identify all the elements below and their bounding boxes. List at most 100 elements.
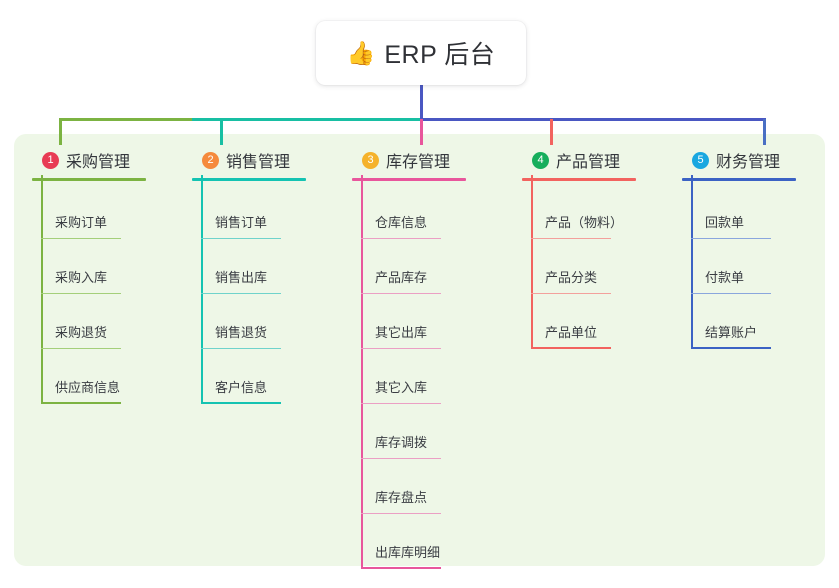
branch-title-1: 采购管理 [66, 154, 131, 171]
branch-item[interactable]: 仓库信息 [352, 184, 450, 239]
branch-column-2: 2 销售管理销售订单销售出库销售退货客户信息 [192, 148, 306, 404]
branch-stem-5 [691, 175, 693, 349]
branch-item-label: 采购退货 [55, 325, 108, 340]
branch-header-4[interactable]: 4 产品管理 [522, 148, 636, 181]
branch-item[interactable]: 其它出库 [352, 294, 450, 349]
branch-item-label: 采购订单 [55, 215, 108, 230]
branch-item[interactable]: 产品（物料） [522, 184, 624, 239]
branch-item[interactable]: 销售退货 [192, 294, 290, 349]
branch-badge-4: 4 [532, 151, 549, 169]
branch-item-label: 库存调拨 [375, 435, 428, 450]
branch-header-5[interactable]: 5 财务管理 [682, 148, 796, 181]
branch-item-label: 仓库信息 [375, 215, 428, 230]
branch-badge-5: 5 [692, 151, 709, 169]
branch-item-rule [361, 348, 441, 349]
branch-item-label: 产品（物料） [545, 215, 624, 230]
branch-items-3: 仓库信息产品库存其它出库其它入库库存调拨库存盘点出库库明细 [352, 175, 450, 569]
branch-item-rule [691, 293, 771, 294]
branch-stem-4 [531, 175, 533, 349]
branch-title-4: 产品管理 [556, 154, 621, 171]
branch-header-rule-3 [352, 178, 466, 181]
branch-item-rule [201, 293, 281, 294]
branch-stem-3 [361, 175, 363, 569]
branch-item-rule [201, 238, 281, 239]
root-node[interactable]: 👍 ERP 后台 [316, 21, 526, 85]
branch-header-1[interactable]: 1 采购管理 [32, 148, 146, 181]
branch-item[interactable]: 供应商信息 [32, 349, 130, 404]
branch-stem-1 [41, 175, 43, 404]
branch-item-rule [691, 347, 771, 349]
branch-item-rule [531, 238, 611, 239]
branch-header-2[interactable]: 2 销售管理 [192, 148, 306, 181]
branch-items-1: 采购订单采购入库采购退货供应商信息 [32, 175, 130, 404]
branch-header-3[interactable]: 3 库存管理 [352, 148, 466, 181]
branch-item[interactable]: 销售出库 [192, 239, 290, 294]
branch-item-label: 销售订单 [215, 215, 268, 230]
branch-item-label: 销售退货 [215, 325, 268, 340]
root-label: ERP 后台 [384, 41, 496, 69]
branch-item-rule [361, 567, 441, 569]
branch-item-rule [41, 238, 121, 239]
branch-item[interactable]: 销售订单 [192, 184, 290, 239]
branch-item-label: 客户信息 [215, 380, 268, 395]
branch-item[interactable]: 采购入库 [32, 239, 130, 294]
branch-item-label: 产品单位 [545, 325, 598, 340]
branch-item-rule [361, 293, 441, 294]
branch-items-5: 回款单付款单结算账户 [682, 175, 780, 349]
branch-item-label: 产品库存 [375, 270, 428, 285]
branch-item-rule [361, 458, 441, 459]
branch-item[interactable]: 产品库存 [352, 239, 450, 294]
branch-column-1: 1 采购管理采购订单采购入库采购退货供应商信息 [32, 148, 146, 404]
branch-item-rule [41, 293, 121, 294]
branch-item-rule [361, 403, 441, 404]
branch-item-rule [41, 402, 121, 404]
branch-item-rule [531, 347, 611, 349]
branch-item-rule [201, 348, 281, 349]
branch-column-5: 5 财务管理回款单付款单结算账户 [682, 148, 796, 349]
branch-item-label: 销售出库 [215, 270, 268, 285]
branch-item[interactable]: 付款单 [682, 239, 780, 294]
branch-item-label: 库存盘点 [375, 490, 428, 505]
branch-item-rule [361, 238, 441, 239]
branch-item-label: 结算账户 [705, 325, 758, 340]
branch-badge-3: 3 [362, 151, 379, 169]
branch-item-rule [531, 293, 611, 294]
branch-badge-1: 1 [42, 151, 59, 169]
branch-header-rule-4 [522, 178, 636, 181]
branch-title-3: 库存管理 [386, 154, 451, 171]
branch-header-rule-2 [192, 178, 306, 181]
branch-item[interactable]: 回款单 [682, 184, 780, 239]
branch-item-label: 回款单 [705, 215, 745, 230]
branch-item-rule [201, 402, 281, 404]
branch-item-rule [691, 238, 771, 239]
branch-item-label: 其它出库 [375, 325, 428, 340]
branch-item[interactable]: 结算账户 [682, 294, 780, 349]
branch-item[interactable]: 采购退货 [32, 294, 130, 349]
branch-column-3: 3 库存管理仓库信息产品库存其它出库其它入库库存调拨库存盘点出库库明细 [352, 148, 466, 569]
branch-item[interactable]: 产品分类 [522, 239, 620, 294]
thumbs-up-icon: 👍 [346, 39, 376, 66]
branch-item[interactable]: 客户信息 [192, 349, 290, 404]
branch-item-label: 供应商信息 [55, 380, 121, 395]
branch-items-2: 销售订单销售出库销售退货客户信息 [192, 175, 290, 404]
branch-item[interactable]: 产品单位 [522, 294, 620, 349]
branch-badge-2: 2 [202, 151, 219, 169]
branches-panel [14, 134, 825, 566]
branch-item-label: 其它入库 [375, 380, 428, 395]
branch-title-5: 财务管理 [716, 154, 781, 171]
branch-title-2: 销售管理 [226, 154, 291, 171]
branch-item-label: 付款单 [705, 270, 745, 285]
branch-stem-2 [201, 175, 203, 404]
branch-item-rule [361, 513, 441, 514]
branch-header-rule-1 [32, 178, 146, 181]
branch-item-rule [41, 348, 121, 349]
branch-item[interactable]: 出库库明细 [352, 514, 450, 569]
branch-item[interactable]: 库存调拨 [352, 404, 450, 459]
branch-item-label: 采购入库 [55, 270, 108, 285]
branch-item[interactable]: 库存盘点 [352, 459, 450, 514]
branch-item[interactable]: 采购订单 [32, 184, 130, 239]
branch-items-4: 产品（物料） 产品分类产品单位 [522, 175, 624, 349]
branch-header-rule-5 [682, 178, 796, 181]
branch-item[interactable]: 其它入库 [352, 349, 450, 404]
